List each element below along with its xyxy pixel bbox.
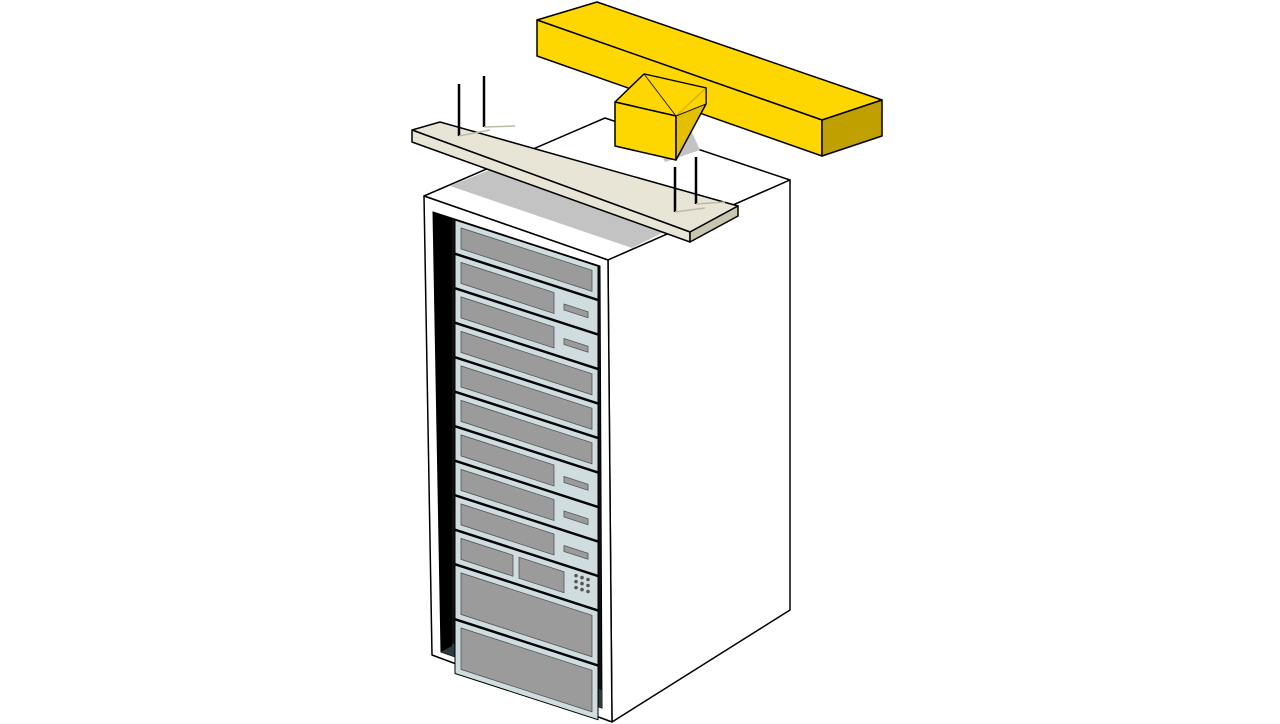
server-unit: [454, 619, 599, 721]
drive-bay: [460, 365, 593, 430]
server-unit: [454, 529, 599, 611]
server-units: [454, 219, 599, 721]
cable-tray-end: [689, 205, 739, 243]
rod-anchor: [695, 201, 726, 205]
drive-bay: [460, 261, 555, 315]
status-slot: [563, 303, 589, 319]
keypad-dot: [580, 581, 584, 586]
server-unit: [454, 357, 599, 438]
server-unit: [454, 288, 599, 369]
server-unit: [454, 460, 599, 542]
keypad-dot: [574, 579, 578, 584]
keypad-dot: [586, 589, 590, 594]
drive-bay: [460, 537, 514, 577]
cabinet-top-shadow: [450, 169, 672, 248]
server-unit: [454, 219, 599, 300]
drive-bay: [460, 627, 593, 713]
drive-bay: [518, 556, 565, 594]
drive-bay: [460, 227, 593, 292]
status-slot: [563, 337, 589, 353]
status-slot: [563, 544, 589, 560]
keypad-dot: [580, 587, 584, 592]
server-unit: [454, 253, 599, 335]
rod-anchors: [458, 125, 726, 213]
server-unit: [454, 564, 599, 666]
drive-bay: [460, 503, 555, 556]
status-slot: [563, 510, 589, 526]
server-unit: [454, 322, 599, 404]
duct-main-end: [821, 99, 883, 157]
keypad-dot: [586, 583, 590, 588]
keypad-dot: [580, 575, 584, 580]
rack-inner-wall: [433, 212, 452, 652]
server-unit: [454, 426, 599, 507]
keypad-dot: [586, 577, 590, 582]
server-unit: [454, 495, 599, 576]
drive-bay: [460, 330, 593, 396]
rod-anchor: [674, 207, 706, 213]
rod-anchor: [483, 125, 516, 128]
drive-bay: [460, 572, 593, 658]
drive-bay: [460, 399, 593, 465]
keypad-dot: [574, 585, 578, 590]
cabinet-side: [607, 179, 791, 723]
server-unit: [454, 391, 599, 473]
drive-bay: [460, 434, 555, 487]
tray-support-rods: [457, 76, 698, 212]
rod-anchor: [458, 129, 491, 137]
duct-drop-upper-face: [643, 73, 707, 117]
drive-bay: [460, 468, 555, 522]
drive-bay: [460, 296, 555, 349]
keypad-dot: [574, 573, 578, 578]
status-slot: [563, 475, 589, 491]
duct-drop-connector: [614, 73, 707, 162]
cable-tray: [411, 76, 739, 243]
